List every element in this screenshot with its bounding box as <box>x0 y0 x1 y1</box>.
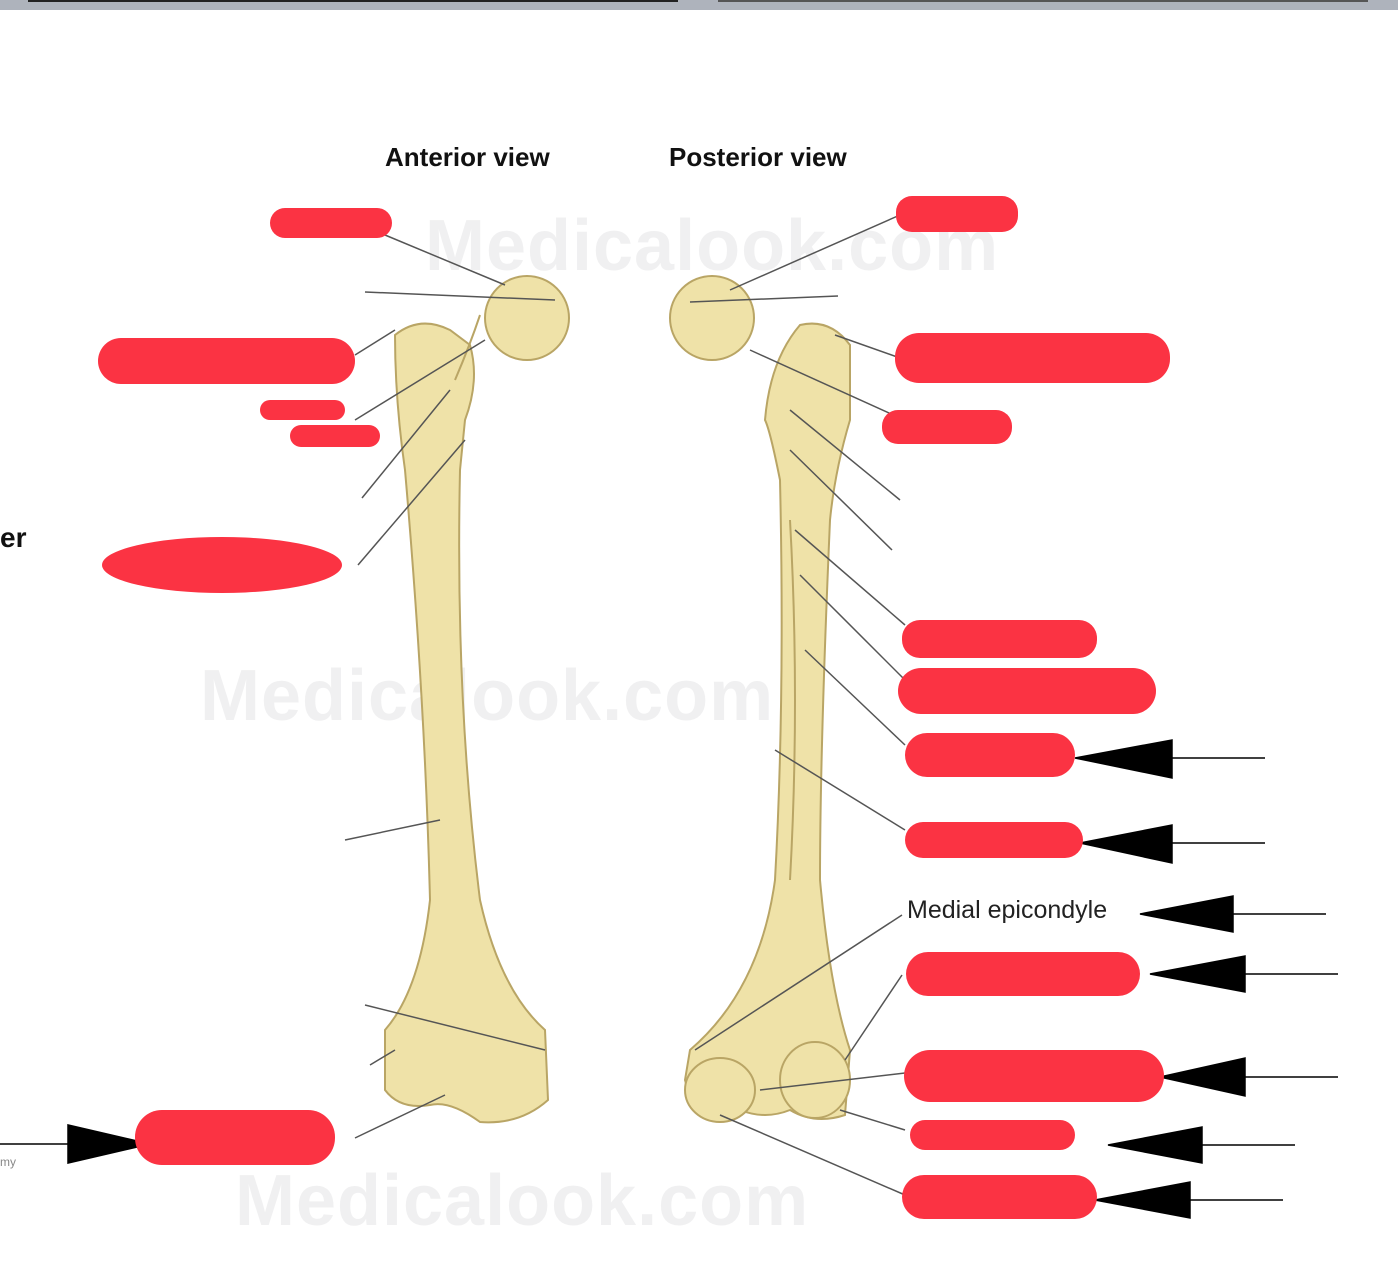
femur-posterior <box>669 275 852 1123</box>
arrow-icon <box>1139 895 1326 933</box>
arrows <box>0 739 1338 1219</box>
leader-lines <box>344 214 906 1196</box>
tab-strip-right <box>718 0 1368 2</box>
window-top-bar <box>0 0 1398 10</box>
label-medial-epicondyle: Medial epicondyle <box>907 896 1108 924</box>
anterior-view-title: Anterior view <box>385 142 550 172</box>
tab-strip-left <box>28 0 678 2</box>
partial-credit-text: my <box>0 1155 16 1169</box>
watermark: Medicalook.com <box>235 1161 810 1241</box>
redaction-marks <box>98 196 1170 1219</box>
femur-anterior <box>384 275 570 1124</box>
arrow-icon <box>1074 739 1265 779</box>
arrow-icon <box>1149 955 1338 993</box>
arrow-icon <box>0 1124 151 1164</box>
watermark: Medicalook.com <box>200 656 775 736</box>
posterior-view-title: Posterior view <box>669 142 847 172</box>
arrow-icon <box>1159 1057 1338 1097</box>
arrow-icon <box>1107 1126 1295 1164</box>
arrow-icon <box>1079 824 1265 864</box>
arrow-icon <box>1094 1181 1283 1219</box>
partial-label: er <box>0 522 27 553</box>
